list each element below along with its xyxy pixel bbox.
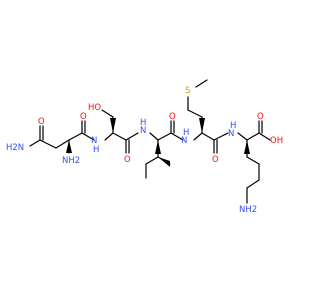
asn-alpha-amine-label: NH2	[62, 156, 80, 166]
lys-nh-hydrogen-label: H	[230, 121, 236, 131]
acid-hydroxyl-label: OH	[270, 136, 283, 146]
ile-nitrogen-label: N	[140, 126, 146, 136]
atom-labels: H2N O NH2 O N H HO O N H O N H S O N H O…	[6, 86, 283, 215]
ile-beta-wedge	[158, 157, 170, 167]
ser-hydroxyl-label: HO	[88, 103, 101, 113]
lys-nitrogen-label: N	[228, 129, 234, 139]
met-nitrogen-label: N	[181, 136, 187, 146]
stereo-marks	[66, 118, 250, 167]
ser-nitrogen-label: N	[91, 136, 97, 146]
met-nh-hydrogen-label: H	[183, 128, 189, 138]
amide-nh2-label: H2N	[6, 143, 24, 153]
asn-amide-oxygen-label: O	[38, 117, 45, 127]
lys-alpha-wedge	[244, 140, 250, 154]
ile-carbonyl-oxygen-label: O	[169, 112, 176, 122]
peptide-structure: H2N O NH2 O N H HO O N H O N H S O N H O…	[6, 79, 283, 215]
ser-alpha-wedge	[110, 118, 116, 133]
ser-carbonyl-oxygen-label: O	[124, 155, 131, 165]
asn-carbonyl-oxygen-label: O	[80, 112, 87, 122]
bonds	[29, 79, 271, 204]
lys-side-chain-amine-label: NH2	[239, 205, 257, 215]
asn-alpha-wedge	[66, 140, 72, 153]
ile-nh-hydrogen-label: H	[140, 118, 146, 128]
met-carbonyl-oxygen-label: O	[212, 155, 219, 165]
met-sulfur-label: S	[185, 86, 190, 96]
met-alpha-wedge	[199, 118, 205, 133]
ser-nh-hydrogen-label: H	[93, 145, 99, 155]
structure-canvas: H2N O NH2 O N H HO O N H O N H S O N H O…	[6, 79, 284, 215]
acid-carbonyl-oxygen-label: O	[257, 112, 264, 122]
ile-alpha-wedge	[155, 140, 161, 154]
